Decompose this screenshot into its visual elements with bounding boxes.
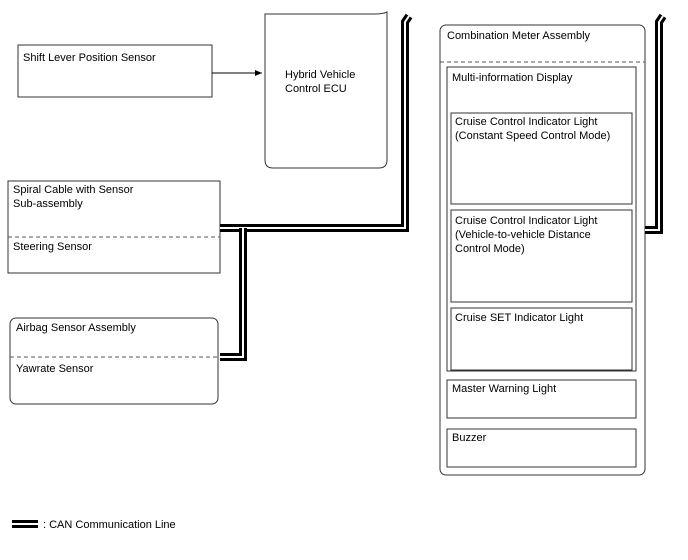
multi-info-display-label: Multi-information Display (452, 72, 573, 84)
shift-lever-position-sensor-box: Shift Lever Position Sensor (17, 44, 213, 98)
steering-sensor-label: Steering Sensor (13, 241, 92, 253)
legend-label: : CAN Communication Line (43, 519, 176, 531)
buzzer-label: Buzzer (452, 432, 487, 444)
spiral-cable-box: Spiral Cable with Sensor Sub-assembly St… (7, 180, 221, 274)
cc-distance-label-line1: Cruise Control Indicator Light (455, 215, 597, 227)
can-line-meter (645, 13, 667, 234)
cc-constant-label-line2: (Constant Speed Control Mode) (455, 130, 610, 142)
airbag-label: Airbag Sensor Assembly (16, 322, 136, 334)
meter-label: Combination Meter Assembly (447, 30, 591, 42)
cruise-set-label: Cruise SET Indicator Light (455, 312, 583, 324)
cc-distance-label-line3: Control Mode) (455, 243, 525, 255)
shift-lever-label: Shift Lever Position Sensor (23, 52, 156, 64)
master-warning-box (446, 379, 637, 419)
cc-constant-speed-box (450, 112, 633, 205)
spiral-label-line2: Sub-assembly (13, 198, 83, 210)
spiral-label-line1: Spiral Cable with Sensor (13, 184, 134, 196)
legend: : CAN Communication Line (12, 519, 176, 531)
airbag-sensor-box: Airbag Sensor Assembly Yawrate Sensor (9, 317, 219, 405)
yawrate-sensor-label: Yawrate Sensor (16, 363, 94, 375)
cruise-set-box (450, 307, 633, 371)
buzzer-box (446, 428, 637, 468)
cc-constant-label-line1: Cruise Control Indicator Light (455, 116, 597, 128)
combination-meter-box: Combination Meter Assembly Multi-informa… (439, 24, 646, 476)
cc-vehicle-distance-box (450, 209, 633, 303)
hybrid-vehicle-control-ecu-box: Hybrid Vehicle Control ECU (264, 11, 388, 169)
cc-distance-label-line2: (Vehicle-to-vehicle Distance (455, 229, 591, 241)
master-warning-label: Master Warning Light (452, 383, 556, 395)
ecu-label-line1: Hybrid Vehicle (285, 69, 355, 81)
can-line-ecu (220, 13, 413, 361)
ecu-label-line2: Control ECU (285, 83, 347, 95)
